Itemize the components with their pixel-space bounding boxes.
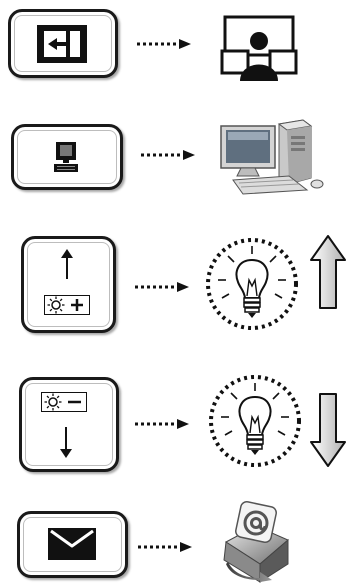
brightness-minus-icon xyxy=(41,392,87,412)
computer-icon xyxy=(53,141,79,173)
input-source-key[interactable] xyxy=(8,9,118,78)
brightness-plus-icon xyxy=(44,295,90,315)
brightness-down-key[interactable] xyxy=(19,377,119,472)
multi-display-user-icon xyxy=(220,15,298,81)
dotted-arrow xyxy=(137,38,193,50)
lightbulb-icon xyxy=(204,236,300,332)
email-at-sign-icon xyxy=(220,501,292,583)
dotted-arrow xyxy=(135,281,191,293)
dotted-arrow xyxy=(141,149,197,161)
lightbulb-icon xyxy=(207,373,303,469)
dotted-arrow xyxy=(135,418,191,430)
input-switch-icon xyxy=(36,24,88,64)
increase-arrow-icon xyxy=(309,234,347,310)
dotted-arrow xyxy=(138,541,194,553)
decrease-arrow-icon xyxy=(309,392,347,468)
up-arrow-icon xyxy=(60,249,74,279)
down-arrow-icon xyxy=(59,427,73,459)
envelope-icon xyxy=(48,528,96,560)
desktop-computer-icon xyxy=(219,118,327,195)
